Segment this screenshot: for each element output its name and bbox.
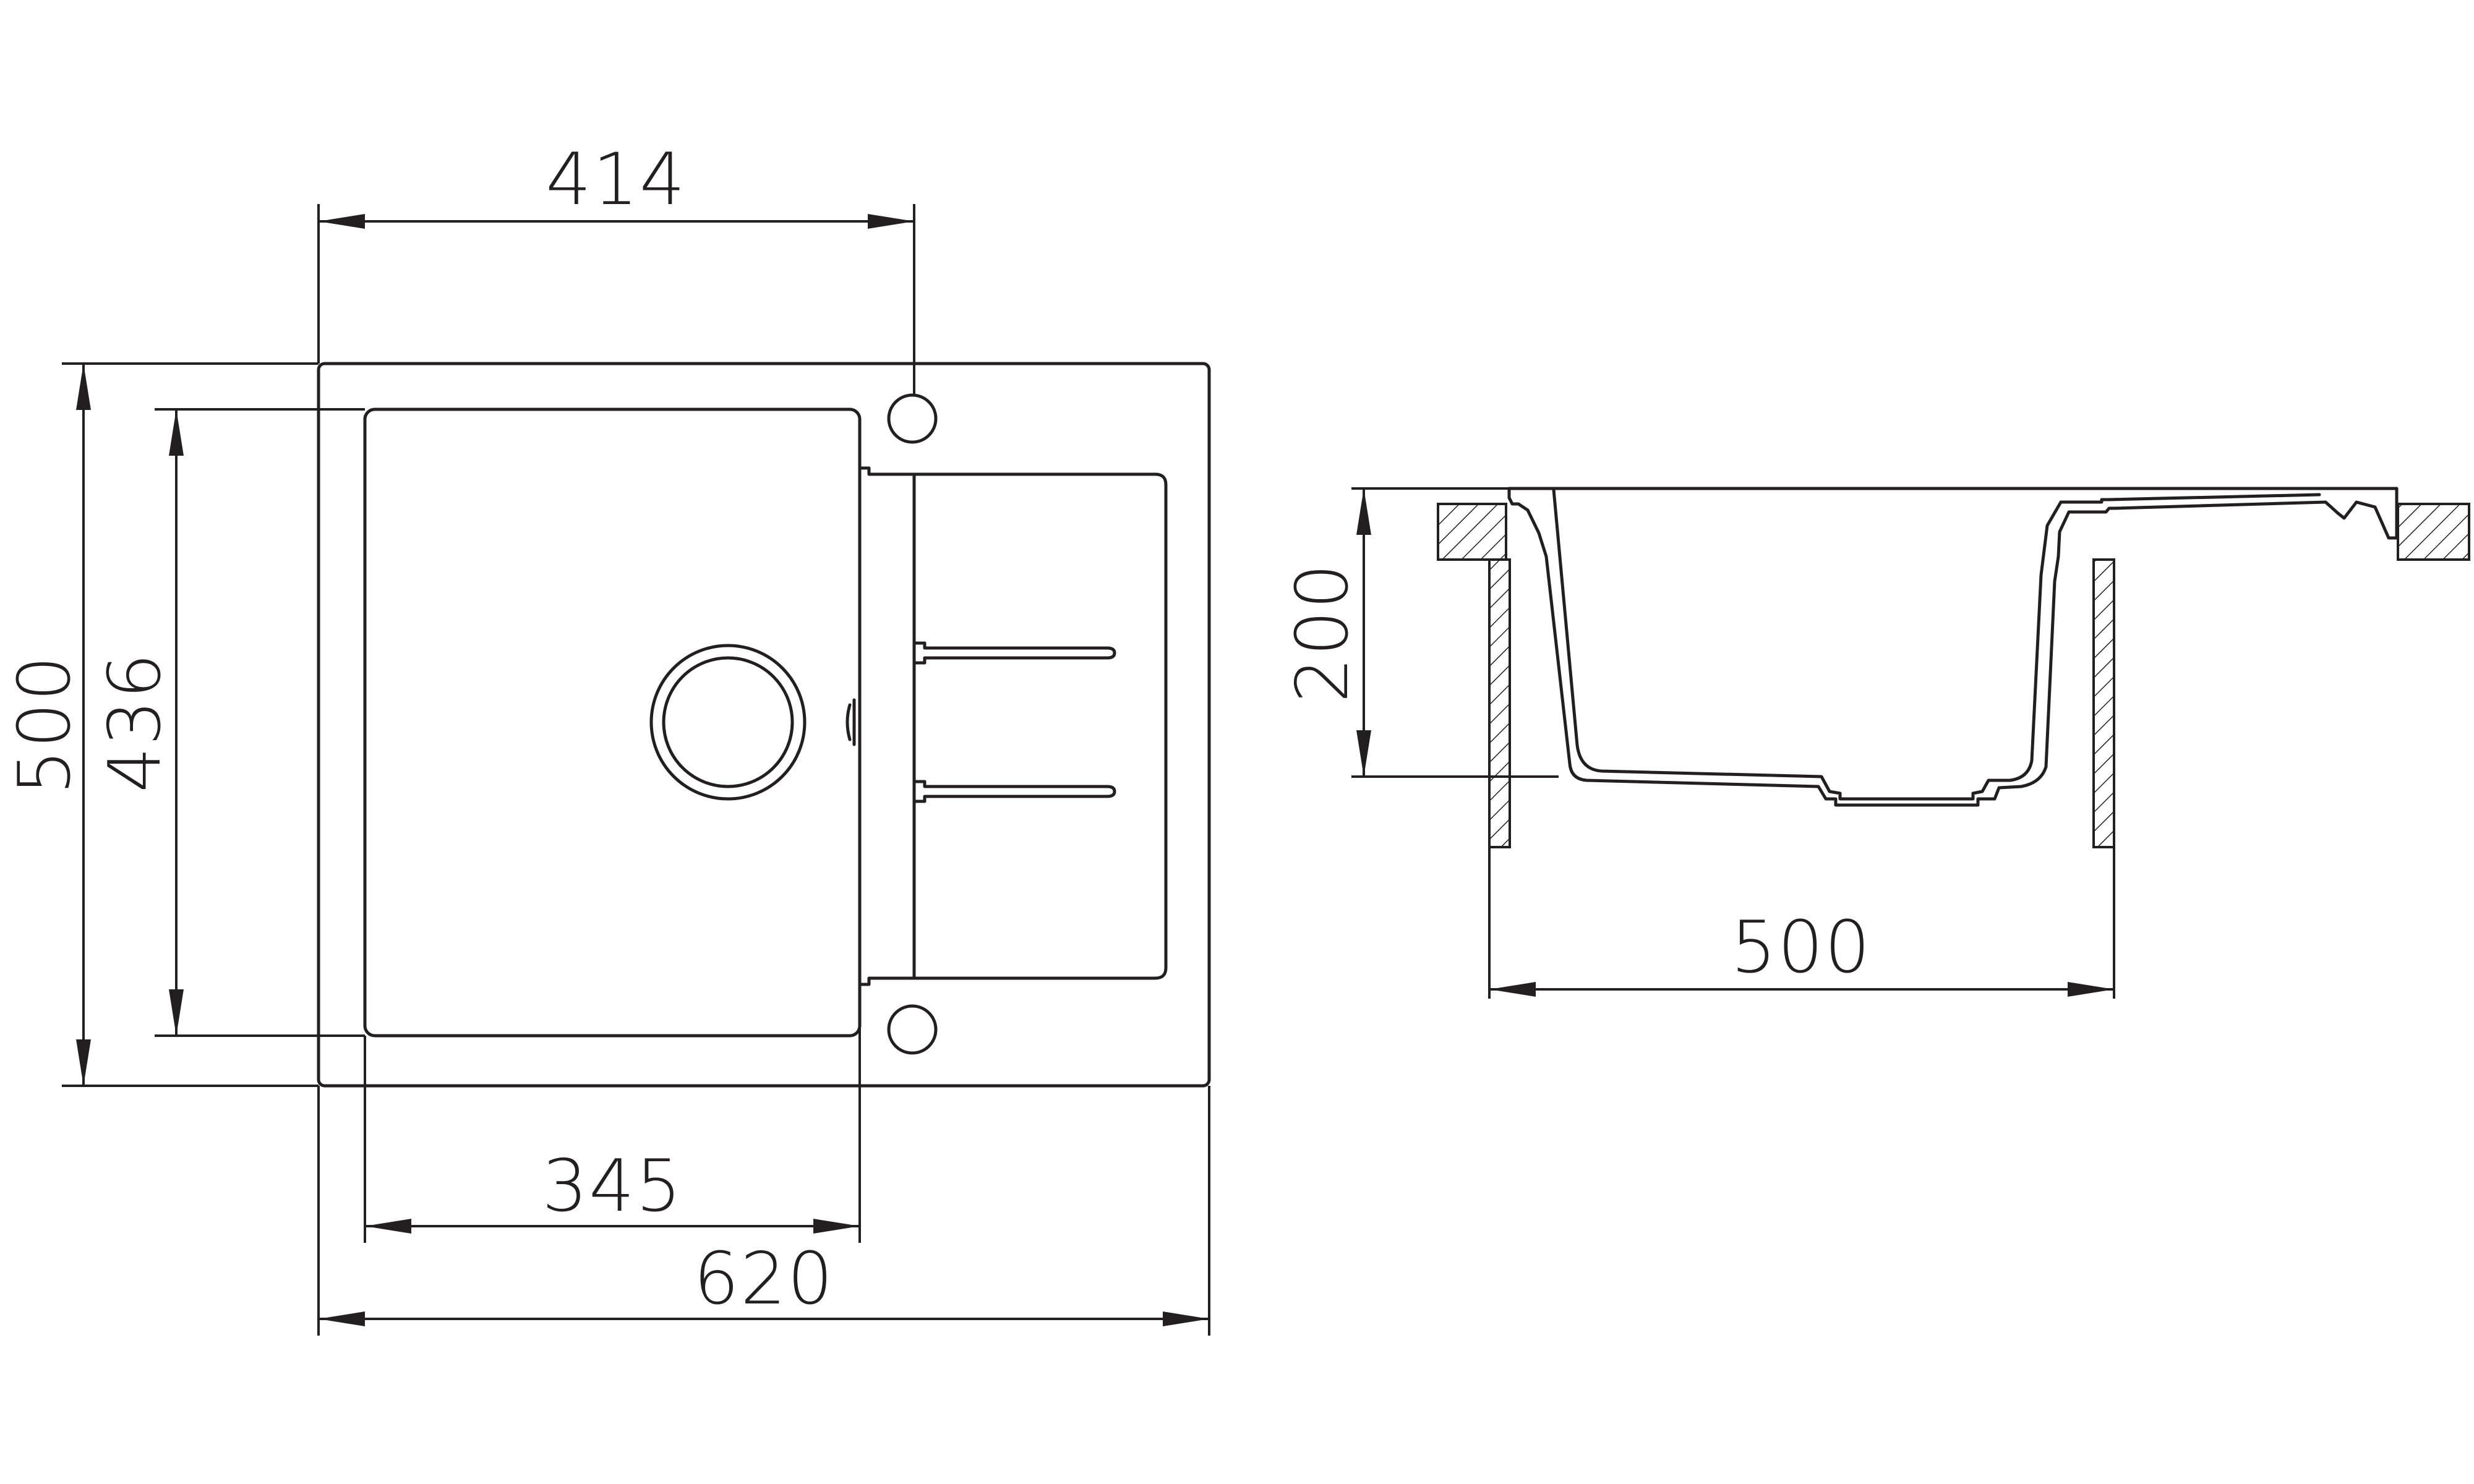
drain-outer — [649, 644, 807, 801]
dim-345: 345 — [365, 1145, 860, 1234]
cabinet-wall-left — [1488, 558, 1511, 848]
dim-345-label: 345 — [542, 1145, 682, 1228]
drain-inner — [662, 656, 794, 788]
dim-436-vertical-label: 436 — [93, 652, 177, 792]
drainer-outline — [858, 466, 1168, 986]
dim-414: 414 — [319, 138, 914, 229]
dim-500-horizontal-label: 500 — [1731, 906, 1871, 989]
dim-200-vertical: 200 — [1281, 488, 1371, 777]
dim-500-vertical: 500 — [3, 364, 91, 1086]
sink-profile-outer — [1507, 487, 2399, 807]
drainer-rib-2 — [912, 780, 1116, 803]
sink-profile-inner — [1552, 488, 2321, 801]
countertop-right — [2397, 503, 2470, 561]
section-view: 200 500 — [1281, 487, 2470, 999]
drainer-rib-1 — [912, 641, 1116, 665]
dim-500-horizontal: 500 — [1489, 906, 2114, 997]
bowl-outline — [363, 407, 862, 1038]
tap-hole-top — [887, 393, 938, 444]
dim-620-label: 620 — [693, 1237, 834, 1321]
sink-outline — [317, 362, 1211, 1088]
dim-414-label: 414 — [546, 138, 686, 221]
cabinet-wall-right — [2092, 558, 2115, 848]
dim-620: 620 — [319, 1237, 1209, 1326]
dim-436-vertical: 436 — [93, 409, 184, 1036]
countertop-left — [1437, 503, 1507, 561]
overflow-mark — [845, 698, 856, 746]
dim-500-vertical-label: 500 — [3, 654, 87, 795]
dim-200-vertical-label: 200 — [1281, 562, 1364, 702]
top-view: 414 500 436 345 620 — [3, 138, 1211, 1336]
tap-hole-bottom — [887, 1004, 938, 1055]
